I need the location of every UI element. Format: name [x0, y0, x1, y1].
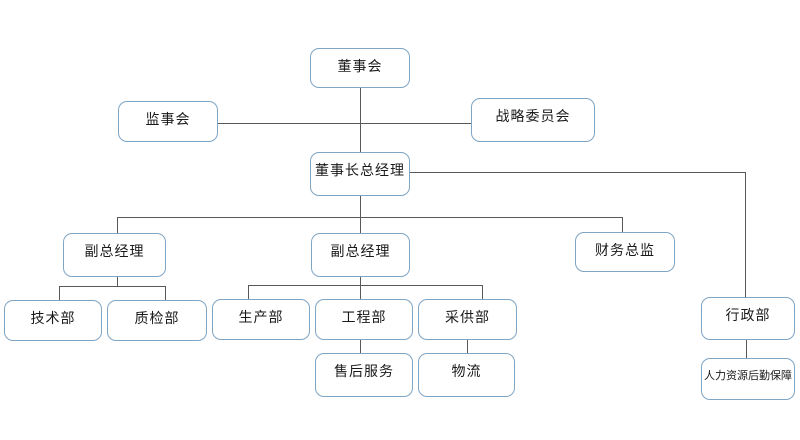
- connector-drop-finance: [622, 217, 623, 232]
- org-node-deputy-general-manager-1: 副总经理: [63, 233, 166, 277]
- connector-drop-deputy1: [117, 217, 118, 233]
- connector-drop-engineering: [360, 285, 361, 299]
- connector-chairman-right-horizontal: [410, 172, 746, 173]
- connector-board-chairman: [360, 88, 361, 152]
- connector-procurement-logistics: [467, 340, 468, 353]
- org-node-chairman-general-manager: 董事长总经理: [310, 152, 410, 196]
- connector-deputy1-down: [117, 277, 118, 286]
- connector-deputy2-bus: [248, 285, 483, 286]
- org-node-deputy-general-manager-2: 副总经理: [311, 233, 410, 277]
- connector-supervisory-strategy: [218, 123, 471, 124]
- org-node-board: 董事会: [310, 48, 410, 88]
- connector-drop-tech: [59, 286, 60, 300]
- org-node-strategy-committee: 战略委员会: [471, 98, 595, 142]
- org-node-logistics: 物流: [418, 353, 515, 397]
- connector-row4-bus: [117, 217, 623, 218]
- org-node-hr-logistics-support: 人力资源后勤保障: [701, 358, 795, 400]
- org-node-engineering-dept: 工程部: [315, 299, 413, 340]
- org-node-after-sales-service: 售后服务: [315, 353, 413, 397]
- connector-chairman-down: [360, 196, 361, 217]
- connector-engineering-aftersales: [360, 340, 361, 353]
- org-node-quality-inspection-dept: 质检部: [107, 300, 207, 341]
- connector-drop-qc: [165, 286, 166, 300]
- org-node-finance-director: 财务总监: [575, 232, 675, 272]
- org-node-administration-dept: 行政部: [701, 297, 795, 340]
- connector-drop-deputy2: [360, 217, 361, 233]
- connector-admin-hr: [746, 340, 747, 358]
- connector-deputy2-down: [360, 277, 361, 285]
- org-node-technology-dept: 技术部: [4, 300, 102, 341]
- org-node-supervisory-board: 监事会: [118, 101, 218, 142]
- org-node-production-dept: 生产部: [212, 299, 310, 340]
- connector-admin-drop: [745, 172, 746, 297]
- connector-drop-production: [248, 285, 249, 299]
- connector-deputy1-bus: [59, 286, 166, 287]
- connector-drop-procurement: [482, 285, 483, 299]
- org-node-procurement-dept: 采供部: [418, 299, 517, 340]
